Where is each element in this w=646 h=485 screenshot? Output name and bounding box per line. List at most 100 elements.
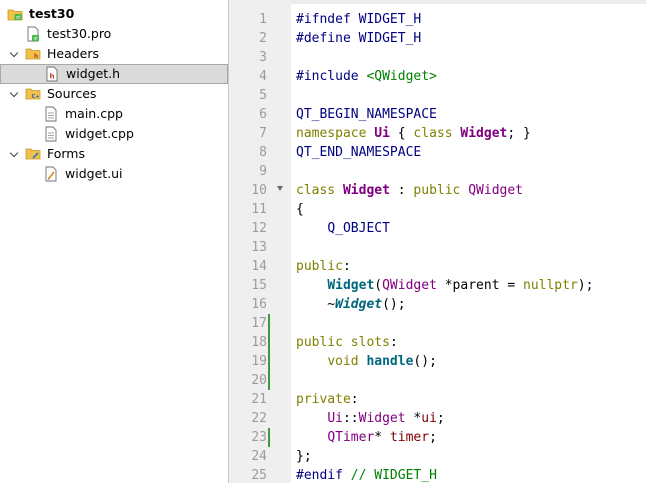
code-token: QT_END_NAMESPACE — [296, 145, 422, 160]
project-tree: qt test30 qt test30.pro h Headers h widg… — [0, 0, 228, 483]
tree-item-widget-h[interactable]: h widget.h — [0, 64, 228, 84]
code-token — [296, 411, 327, 426]
code-line[interactable]: QT_BEGIN_NAMESPACE — [296, 105, 437, 124]
modified-line-marker — [268, 371, 270, 390]
svg-text:h: h — [34, 53, 38, 60]
line-number: 24 — [251, 449, 267, 464]
tree-item-main-cpp[interactable]: main.cpp — [0, 104, 228, 124]
forms-folder-icon — [25, 148, 41, 160]
tree-folder-forms[interactable]: Forms — [0, 144, 228, 164]
tree-folder-label: Sources — [47, 86, 97, 101]
code-token: Widget — [358, 411, 406, 426]
code-line[interactable]: #define WIDGET_H — [296, 29, 421, 48]
code-token: class — [413, 126, 461, 141]
tree-folder-sources[interactable]: C+ Sources — [0, 84, 228, 104]
line-number: 5 — [259, 88, 267, 103]
line-number: 10 — [251, 183, 267, 198]
svg-text:h: h — [50, 73, 55, 81]
code-token: (); — [382, 297, 406, 312]
code-token: Q_OBJECT — [327, 221, 390, 236]
code-token — [296, 221, 327, 236]
modified-line-marker — [268, 428, 270, 447]
tree-folder-label: Headers — [47, 46, 100, 61]
chevron-down-icon[interactable] — [9, 50, 18, 59]
line-number: 2 — [259, 31, 267, 46]
code-line[interactable]: class Widget : public QWidget — [296, 181, 523, 200]
code-token: QT_BEGIN_NAMESPACE — [296, 107, 437, 122]
line-number: 1 — [259, 12, 267, 27]
line-number: 9 — [259, 164, 267, 179]
code-token: Ui — [374, 126, 390, 141]
code-line[interactable]: QT_END_NAMESPACE — [296, 143, 421, 162]
chevron-down-icon[interactable] — [9, 150, 18, 159]
line-number: 19 — [251, 354, 267, 369]
code-token: private — [296, 392, 351, 407]
code-line[interactable]: Q_OBJECT — [296, 219, 390, 238]
sources-folder-icon: C+ — [25, 88, 41, 100]
code-token: class — [296, 183, 343, 198]
code-token: Widget — [335, 297, 383, 312]
tree-item-label: widget.h — [66, 66, 121, 81]
tree-item-label: widget.cpp — [65, 126, 134, 141]
tree-item-label: test30.pro — [47, 26, 112, 41]
code-line[interactable]: private: — [296, 390, 359, 409]
cpp-file-icon — [45, 126, 57, 142]
code-token: // WIDGET_H — [350, 468, 437, 483]
code-line[interactable]: #endif // WIDGET_H — [296, 466, 437, 485]
code-token: }; — [296, 449, 312, 464]
code-token: :: — [342, 411, 359, 426]
code-editor[interactable]: #ifndef WIDGET_H#define WIDGET_H #include… — [296, 0, 646, 483]
code-token: : — [389, 183, 414, 198]
code-token: Widget — [327, 278, 375, 293]
code-token: ; — [436, 411, 445, 426]
code-line[interactable]: void handle(); — [296, 352, 437, 371]
code-token: ( — [374, 278, 383, 293]
headers-folder-icon: h — [25, 48, 41, 60]
tree-folder-headers[interactable]: h Headers — [0, 44, 228, 64]
line-number-gutter — [229, 0, 291, 483]
code-line[interactable]: #include <QWidget> — [296, 67, 437, 86]
code-line[interactable]: ~Widget(); — [296, 295, 406, 314]
code-token: : — [342, 259, 351, 274]
code-line[interactable]: QTimer* timer; — [296, 428, 437, 447]
code-line[interactable]: Widget(QWidget *parent = nullptr); — [296, 276, 593, 295]
code-line[interactable]: #ifndef WIDGET_H — [296, 10, 421, 29]
line-number: 4 — [259, 69, 267, 84]
modified-line-marker — [268, 333, 270, 352]
code-line[interactable]: public slots: — [296, 333, 398, 352]
code-line[interactable]: }; — [296, 447, 312, 466]
code-line[interactable]: public: — [296, 257, 351, 276]
fold-marker-icon[interactable] — [277, 186, 283, 191]
svg-text:qt: qt — [33, 36, 38, 42]
line-number: 11 — [251, 202, 267, 217]
code-token: { — [296, 202, 304, 217]
code-line[interactable]: Ui::Widget *ui; — [296, 409, 445, 428]
code-token — [296, 430, 327, 445]
code-line[interactable]: namespace Ui { class Widget; } — [296, 124, 531, 143]
code-token: ); — [577, 278, 594, 293]
code-token: : — [389, 335, 398, 350]
header-file-icon: h — [46, 66, 58, 82]
code-token: void — [327, 354, 367, 369]
tree-project-root[interactable]: qt test30 — [0, 4, 228, 24]
code-token: *parent = — [436, 278, 523, 293]
code-line[interactable]: { — [296, 200, 304, 219]
code-token: public — [413, 183, 469, 198]
modified-line-marker — [268, 352, 270, 371]
line-number: 16 — [251, 297, 267, 312]
panel-splitter[interactable] — [228, 0, 229, 483]
tree-folder-label: Forms — [47, 146, 86, 161]
code-token: * — [405, 411, 422, 426]
line-number: 23 — [251, 430, 267, 445]
line-number: 15 — [251, 278, 267, 293]
line-number: 7 — [259, 126, 267, 141]
code-token: <QWidget> — [366, 69, 437, 84]
tree-item-pro-file[interactable]: qt test30.pro — [0, 24, 228, 44]
code-token: Widget — [342, 183, 390, 198]
chevron-down-icon[interactable] — [9, 90, 18, 99]
code-token — [296, 354, 327, 369]
code-token: * — [374, 430, 390, 445]
tree-item-widget-cpp[interactable]: widget.cpp — [0, 124, 228, 144]
tree-item-widget-ui[interactable]: widget.ui — [0, 164, 228, 184]
code-token: #include — [296, 69, 367, 84]
